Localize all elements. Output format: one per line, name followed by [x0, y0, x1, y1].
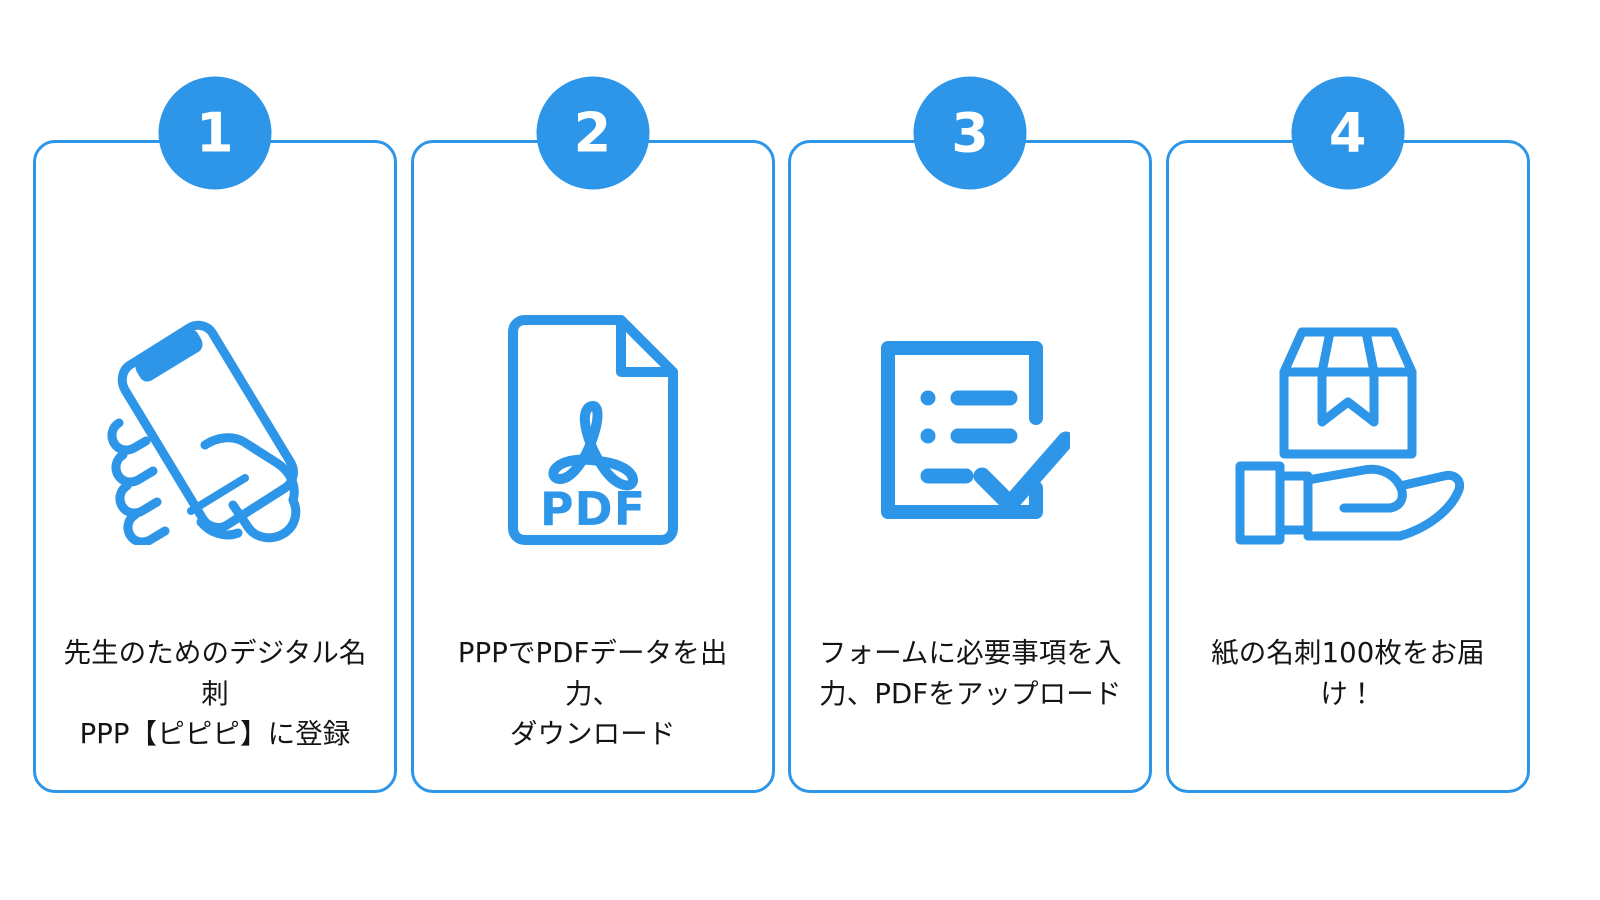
step-body-1: 1 [33, 76, 397, 793]
step-number-2: 2 [573, 101, 612, 164]
step-number-1: 1 [195, 101, 235, 164]
step-caption-2: PPPでPDFデータを出力、 ダウンロード [457, 637, 728, 751]
steps-row: 1 [33, 76, 1530, 793]
step-3: 3 [788, 76, 1153, 793]
step-4: 4 [1165, 76, 1530, 793]
step-badge-4: 4 [1291, 76, 1405, 190]
step-2: 2 PDF [410, 76, 775, 793]
step-number-4: 4 [1328, 101, 1367, 164]
svg-text:PDF: PDF [539, 482, 645, 536]
step-body-3: 3 [788, 76, 1152, 793]
hand-holding-package-box-icon [1228, 305, 1468, 555]
pdf-document-icon: PDF [473, 305, 713, 555]
step-badge-2: 2 [536, 76, 650, 190]
hand-holding-smartphone-icon [95, 305, 335, 555]
step-card-3 [788, 140, 1153, 793]
step-caption-4: 紙の名刺100枚をお届け！ [1211, 637, 1485, 710]
step-body-4: 4 [1166, 76, 1530, 793]
step-card-2 [410, 140, 775, 793]
step-badge-1: 1 [158, 76, 272, 190]
step-number-3: 3 [951, 101, 990, 164]
step-caption-3: フォームに必要事項を入 力、PDFをアップロード [818, 637, 1122, 710]
step-card-1 [33, 140, 397, 793]
form-checklist-check-icon [850, 305, 1090, 555]
step-caption-1: 先生のためのデジタル名刺 PPP【ピピピ】に登録 [63, 637, 367, 751]
step-body-2: 2 PDF [411, 76, 775, 793]
step-1: 1 [33, 76, 397, 793]
step-badge-3: 3 [913, 76, 1027, 190]
step-card-4 [1165, 140, 1530, 793]
